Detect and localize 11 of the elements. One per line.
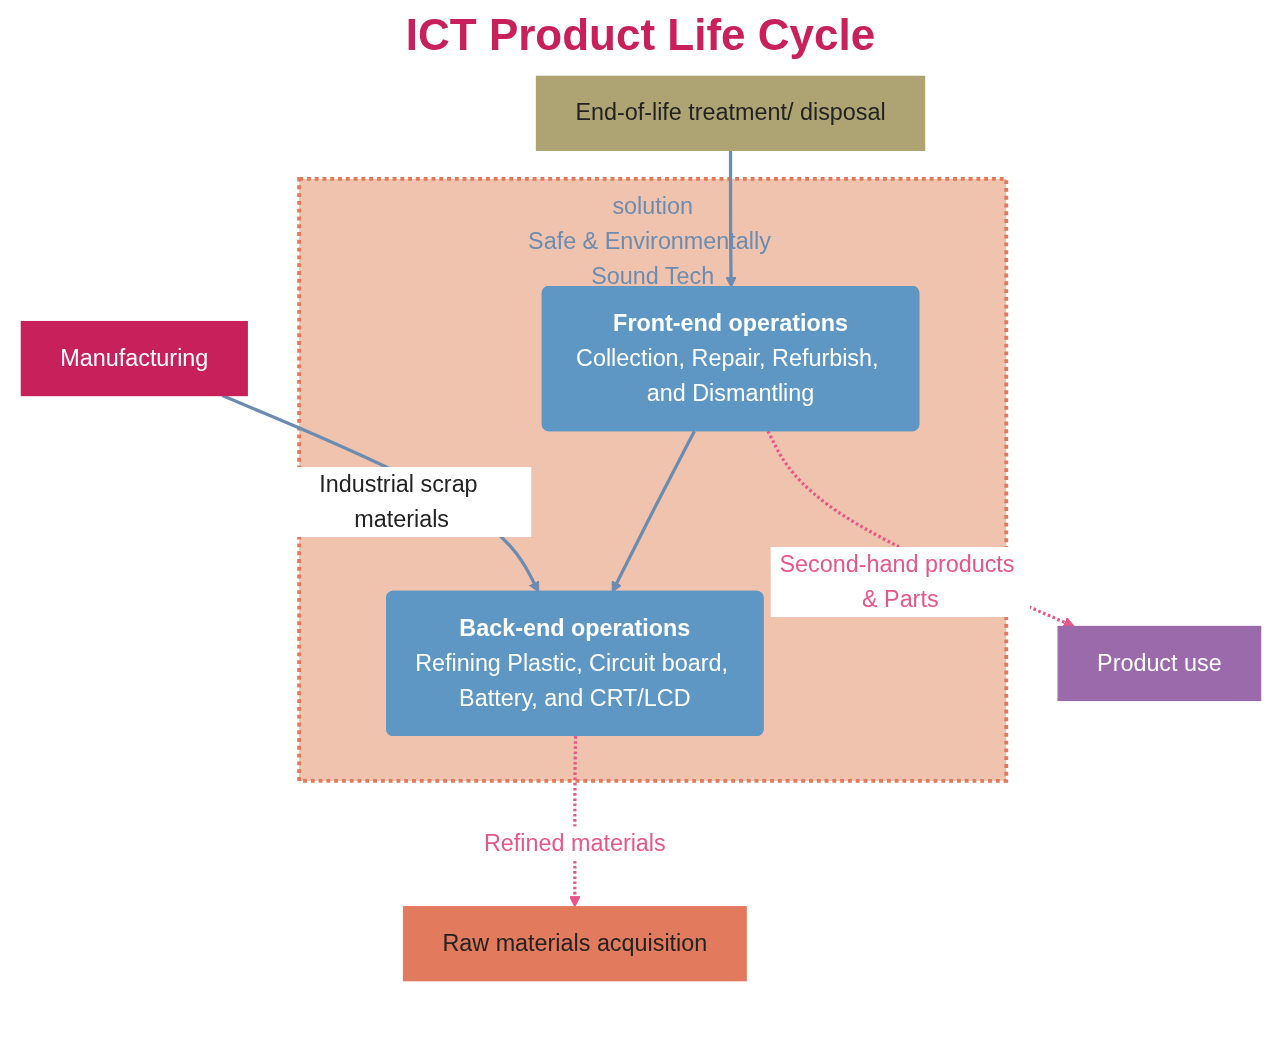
node-box: Manufacturing xyxy=(20,320,248,397)
node-box: Raw materials acquisition xyxy=(402,906,747,982)
edge-label: Refined materials xyxy=(483,830,666,857)
arrow xyxy=(611,430,696,593)
arrow xyxy=(221,394,539,593)
node-box: End-of-life treatment/ disposal xyxy=(535,75,925,151)
diagram-title: ICT Product Life Cycle xyxy=(404,10,877,60)
node-box: Product use xyxy=(1057,625,1261,702)
arrow xyxy=(766,430,1075,628)
edge-label: Industrial scrap materials xyxy=(318,470,478,532)
arrow xyxy=(724,150,737,288)
